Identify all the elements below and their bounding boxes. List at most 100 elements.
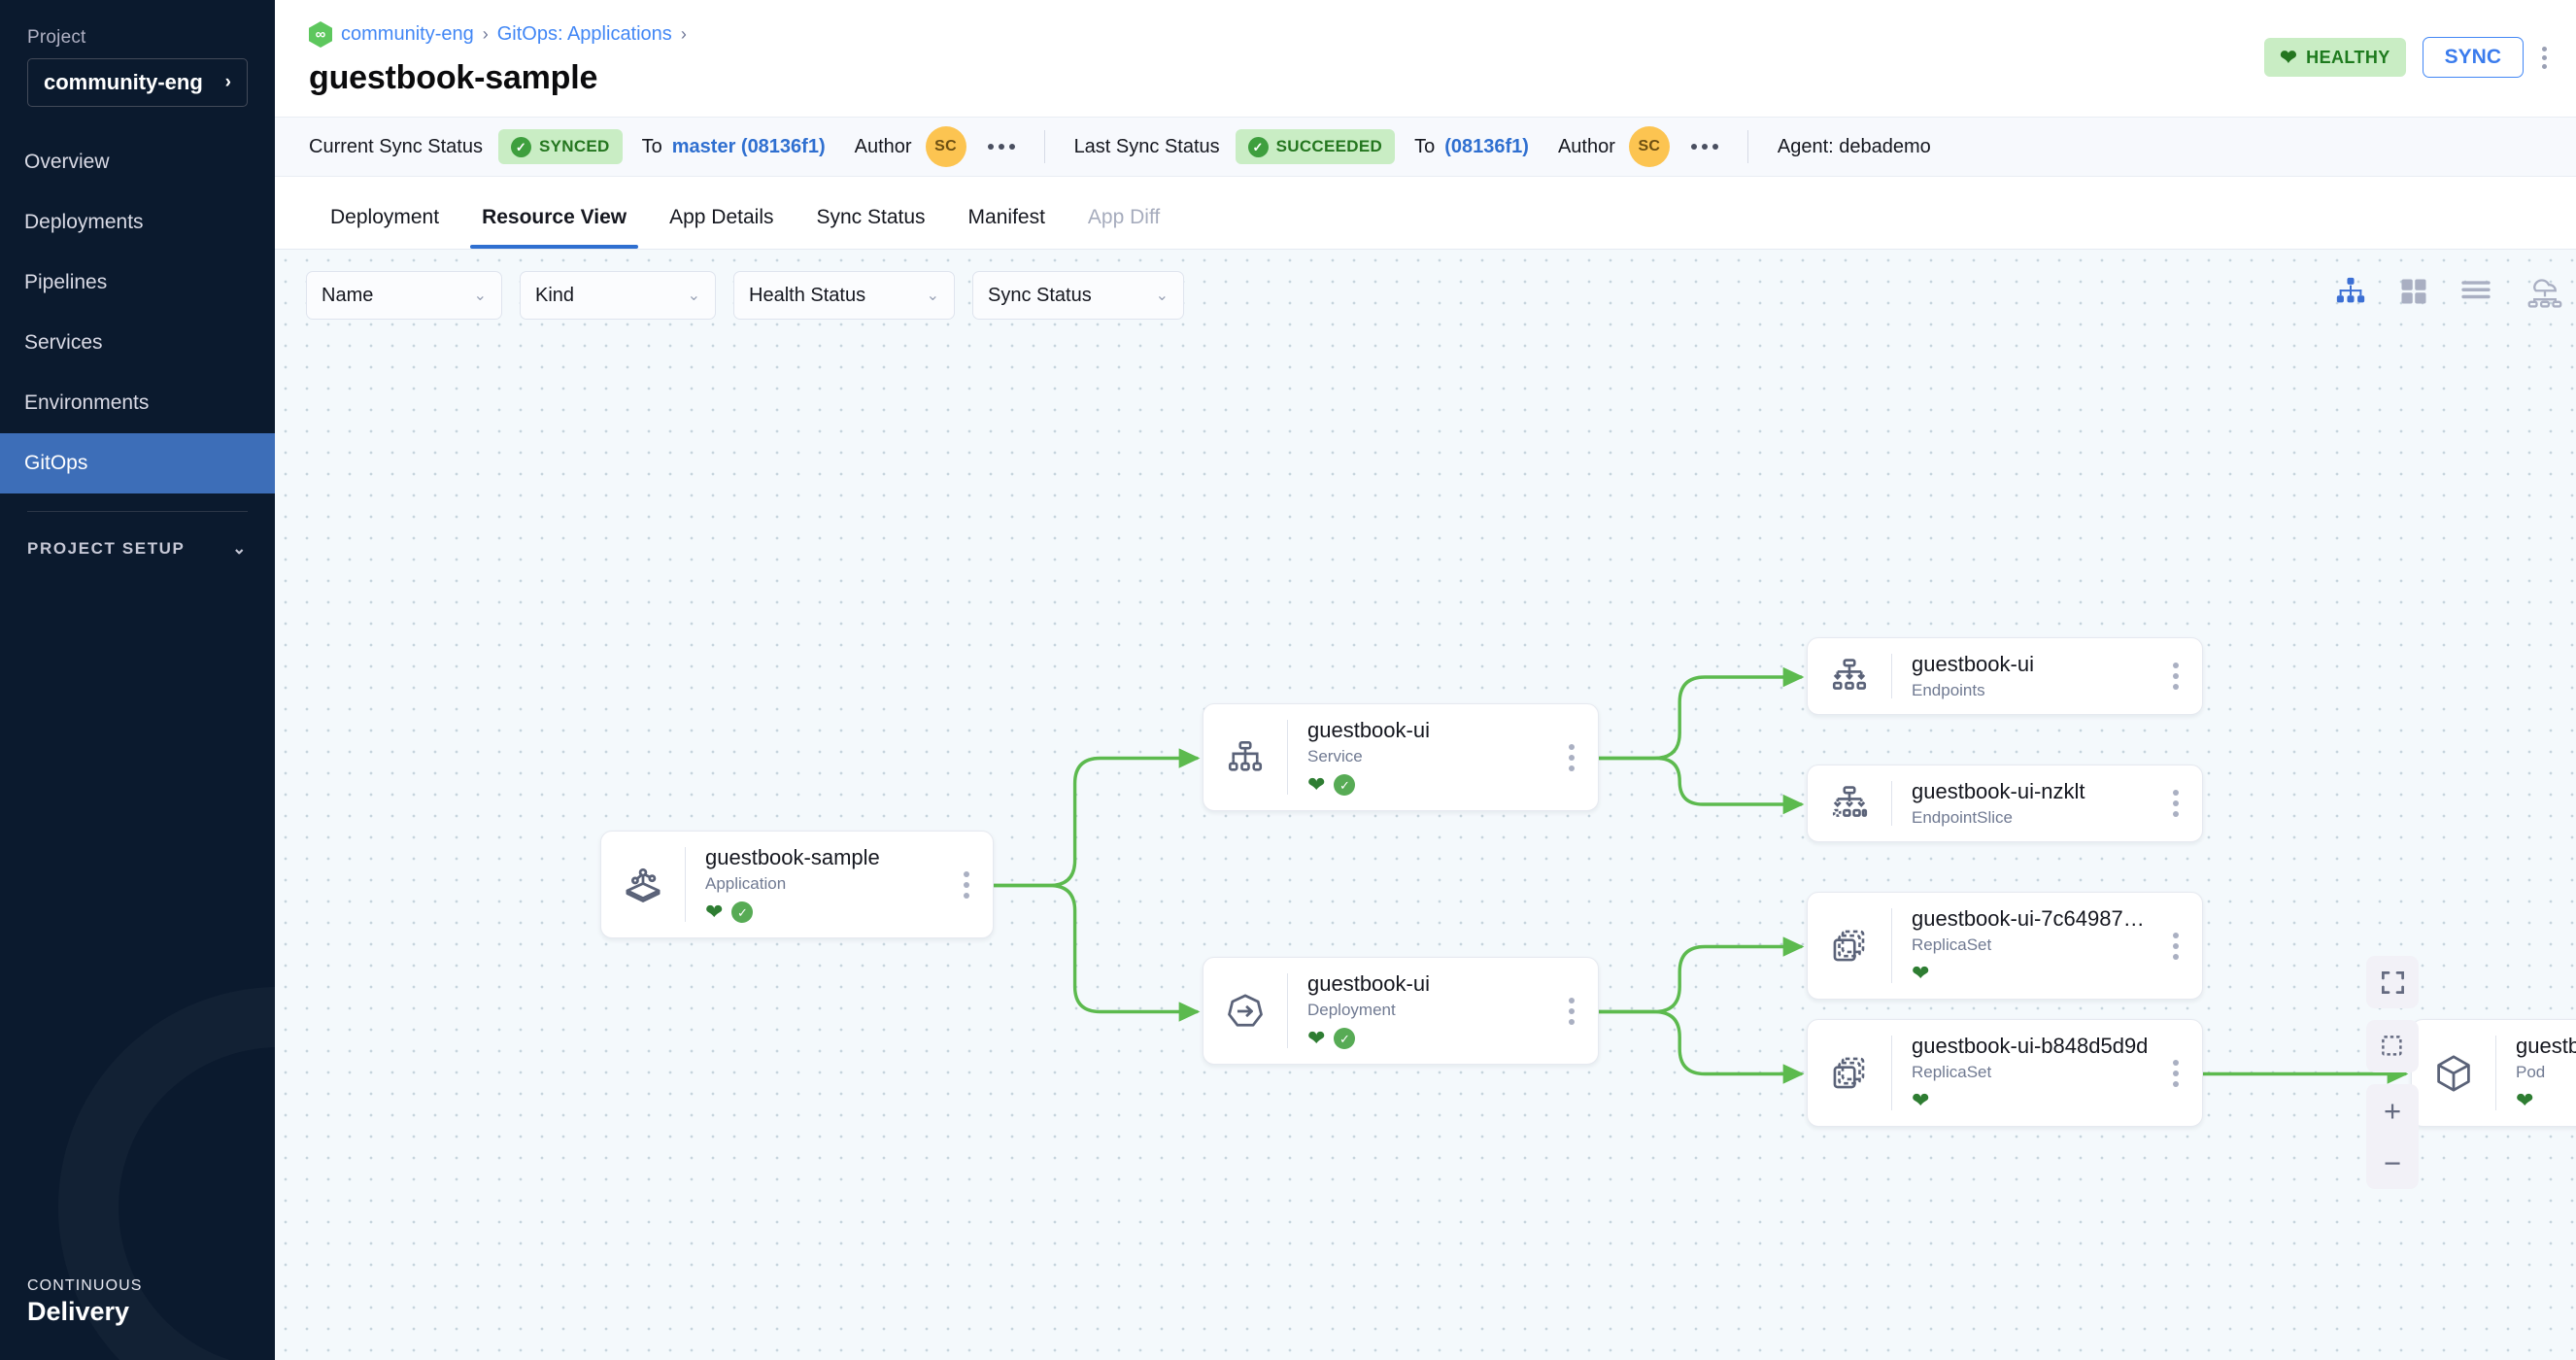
sidebar-item-deployments[interactable]: Deployments [24, 211, 144, 233]
last-sync-revision-link[interactable]: (08136f1) [1444, 135, 1529, 157]
heart-icon: ❤ [1307, 772, 1326, 797]
node-kind: Application [705, 874, 787, 893]
filter-kind[interactable]: Kind ⌄ [520, 271, 716, 320]
node-badges: ❤ ✓ [1307, 773, 1545, 797]
node-body: guestbook-ui Endpoints [1892, 638, 2150, 714]
tab-resource-view[interactable]: Resource View [460, 206, 648, 249]
node-divider [1287, 720, 1288, 795]
sync-button[interactable]: SYNC [2422, 37, 2524, 78]
sidebar-item-environments[interactable]: Environments [24, 391, 150, 414]
sidebar-item-gitops[interactable]: GitOps [0, 433, 275, 493]
tab-deployment[interactable]: Deployment [330, 206, 440, 228]
network-view-icon[interactable] [2524, 275, 2566, 313]
node-divider [1287, 973, 1288, 1048]
view-toggle-group [2334, 275, 2566, 313]
graph-node-svc[interactable]: guestbook-ui Service ❤ ✓ [1203, 703, 1599, 811]
breadcrumb-item-gitops-applications[interactable]: GitOps: Applications [496, 23, 672, 45]
filter-health-status[interactable]: Health Status ⌄ [733, 271, 955, 320]
node-name: guestbook-ui-nzklt [1912, 779, 2085, 803]
tab-sync-status[interactable]: Sync Status [816, 206, 926, 228]
sidebar-section-project-setup[interactable]: PROJECT SETUP ⌄ [27, 539, 248, 559]
node-menu-icon[interactable] [2150, 1020, 2202, 1126]
resource-graph-canvas[interactable]: Name ⌄ Kind ⌄ Health Status ⌄ Sync Statu… [275, 249, 2576, 1360]
tab-manifest[interactable]: Manifest [967, 206, 1045, 228]
node-menu-icon[interactable] [2150, 893, 2202, 999]
grid-view-icon[interactable] [2399, 277, 2428, 311]
chevron-down-icon: ⌄ [926, 288, 939, 304]
select-box-icon[interactable] [2366, 1020, 2419, 1072]
node-menu-icon[interactable] [2150, 765, 2202, 841]
tree-view-icon[interactable] [2334, 275, 2367, 313]
endpointslice-icon [1808, 765, 1891, 841]
sidebar-item-overview[interactable]: Overview [24, 151, 110, 173]
filter-health-status-label: Health Status [749, 284, 866, 306]
chevron-down-icon: ⌄ [687, 288, 700, 304]
filter-name[interactable]: Name ⌄ [306, 271, 502, 320]
sidebar-item-pipelines[interactable]: Pipelines [24, 271, 108, 293]
check-circle-icon-2: ✓ [1247, 136, 1269, 157]
current-sync-revision-link[interactable]: master (08136f1) [671, 135, 826, 157]
brand-logo-line1: CONTINUOUS [27, 1277, 143, 1294]
status-divider [1043, 130, 1045, 163]
node-menu-icon[interactable] [1545, 958, 1598, 1064]
graph-node-app[interactable]: guestbook-sample Application ❤ ✓ [600, 831, 994, 938]
node-name: guestbook-ui [1307, 718, 1430, 742]
project-selector[interactable]: community-eng › [27, 58, 248, 107]
node-divider [1891, 1036, 1892, 1110]
graph-node-dep[interactable]: guestbook-ui Deployment ❤ ✓ [1203, 957, 1599, 1065]
node-divider [1891, 654, 1892, 698]
chevron-down-icon: ⌄ [1155, 288, 1169, 304]
node-menu-icon[interactable] [1545, 704, 1598, 810]
chevron-down-icon: ⌄ [473, 288, 487, 304]
project-selector-name: community-eng [44, 70, 203, 94]
graph-node-pod[interactable]: guestbook-ui-b848d5d9… Pod ❤ [2411, 1019, 2576, 1127]
filter-bar: Name ⌄ Kind ⌄ Health Status ⌄ Sync Statu… [306, 271, 1184, 320]
graph-node-rs1[interactable]: guestbook-ui-7c64987dc9 ReplicaSet ❤ [1807, 892, 2203, 1000]
status-badge-health-label: HEALTHY [2306, 47, 2390, 67]
fit-screen-icon[interactable] [2366, 956, 2419, 1008]
heart-icon: ❤ [705, 900, 724, 924]
zoom-in-out-group: + − [2366, 1084, 2419, 1189]
list-view-icon[interactable] [2460, 277, 2491, 311]
filter-sync-status[interactable]: Sync Status ⌄ [972, 271, 1184, 320]
status-badge-health: ❤ HEALTHY [2264, 38, 2406, 77]
sidebar-project-label: Project [27, 27, 86, 48]
node-kind: ReplicaSet [1912, 935, 1992, 954]
node-name: guestbook-sample [705, 845, 880, 869]
avatar[interactable]: SC [925, 126, 966, 167]
check-circle-icon: ✓ [510, 136, 531, 157]
graph-node-rs2[interactable]: guestbook-ui-b848d5d9d ReplicaSet ❤ [1807, 1019, 2203, 1127]
replicaset-icon [1808, 893, 1891, 999]
graph-node-eps[interactable]: guestbook-ui-nzklt EndpointSlice [1807, 765, 2203, 842]
horizontal-ellipsis-icon[interactable] [987, 144, 1015, 150]
node-menu-icon[interactable] [2150, 638, 2202, 714]
sidebar-item-services[interactable]: Services [24, 331, 103, 354]
tab-app-diff: App Diff [1087, 206, 1161, 228]
node-body: guestbook-sample Application ❤ ✓ [686, 832, 940, 937]
zoom-out-icon[interactable]: − [2383, 1145, 2402, 1180]
last-sync-status-chip: ✓ SUCCEEDED [1235, 129, 1396, 164]
node-badges: ❤ [2516, 1089, 2576, 1112]
vertical-ellipsis-icon[interactable] [2540, 41, 2549, 75]
tab-app-details[interactable]: App Details [669, 206, 774, 228]
tab-bar: Deployment Resource View App Details Syn… [275, 177, 2576, 249]
node-badges: ❤ [1912, 962, 2150, 985]
breadcrumb: ∞ community-eng › GitOps: Applications › [275, 21, 2576, 48]
node-kind: ReplicaSet [1912, 1063, 1992, 1081]
node-badges: ❤ ✓ [705, 901, 940, 924]
synced-check-icon: ✓ [731, 901, 754, 923]
argo-application-icon [601, 832, 685, 937]
horizontal-ellipsis-icon-2[interactable] [1690, 144, 1718, 150]
node-body: guestbook-ui-b848d5d9d ReplicaSet ❤ [1892, 1020, 2150, 1126]
avatar-2[interactable]: SC [1628, 126, 1670, 167]
node-kind: Endpoints [1912, 681, 1985, 699]
node-menu-icon[interactable] [940, 832, 993, 937]
graph-node-ep[interactable]: guestbook-ui Endpoints [1807, 637, 2203, 715]
breadcrumb-item-org[interactable]: community-eng [341, 23, 474, 45]
heart-icon: ❤ [1912, 961, 1930, 985]
node-kind: EndpointSlice [1912, 808, 2013, 827]
sidebar-section-label: PROJECT SETUP [27, 539, 186, 558]
synced-check-icon: ✓ [1334, 774, 1356, 796]
zoom-in-icon[interactable]: + [2383, 1093, 2402, 1128]
